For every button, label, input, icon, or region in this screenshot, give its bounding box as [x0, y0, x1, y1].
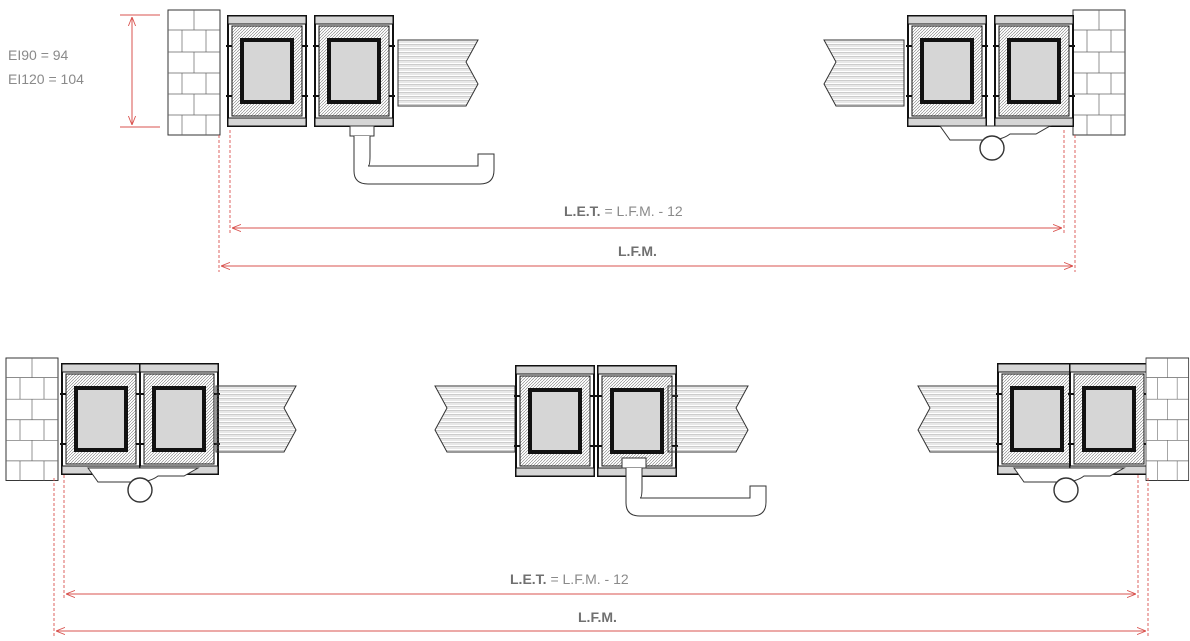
bottom-left-wall — [5, 357, 59, 481]
bottom-center-left-profile — [513, 365, 597, 477]
top-lfm-label: L.F.M. — [618, 243, 657, 259]
bottom-let-label: L.E.T. = L.F.M. - 12 — [510, 571, 629, 587]
top-left-panel — [397, 39, 479, 107]
bottom-right-wall — [1145, 357, 1190, 481]
bottom-lever-handle — [621, 457, 767, 517]
bottom-left-frame-profile — [59, 363, 143, 475]
right-wall — [1072, 9, 1126, 136]
bottom-center-left-panel — [434, 385, 516, 453]
bottom-right-closer — [1013, 467, 1125, 503]
top-right-leaf-profile — [905, 15, 989, 127]
bottom-right-frame-profile — [1067, 363, 1151, 475]
left-wall — [167, 9, 221, 136]
bottom-left-leaf-profile — [137, 363, 221, 475]
bottom-assembly: L.E.T. = L.F.M. - 12 L.F.M. — [5, 357, 1190, 636]
bottom-center-right-panel — [667, 385, 749, 453]
wall-thickness-label-ei90: EI90 = 94 — [8, 47, 69, 63]
top-left-leaf-profile — [312, 15, 396, 127]
bottom-left-closer — [87, 467, 199, 503]
top-right-panel — [823, 39, 905, 107]
top-right-frame-profile — [992, 15, 1076, 127]
wall-thickness-label-ei120: EI120 = 104 — [8, 71, 84, 87]
bottom-lfm-label: L.F.M. — [578, 609, 617, 625]
bottom-left-panel — [215, 385, 297, 453]
top-let-label: L.E.T. = L.F.M. - 12 — [564, 203, 683, 219]
top-assembly: EI90 = 94 EI120 = 104 L.E.T. = L.F.M. - … — [8, 9, 1126, 272]
top-lever-handle — [349, 125, 495, 185]
top-left-frame-profile — [225, 15, 309, 127]
top-right-closer — [939, 125, 1051, 161]
bottom-right-leaf-profile — [995, 363, 1079, 475]
bottom-right-panel — [917, 385, 999, 453]
